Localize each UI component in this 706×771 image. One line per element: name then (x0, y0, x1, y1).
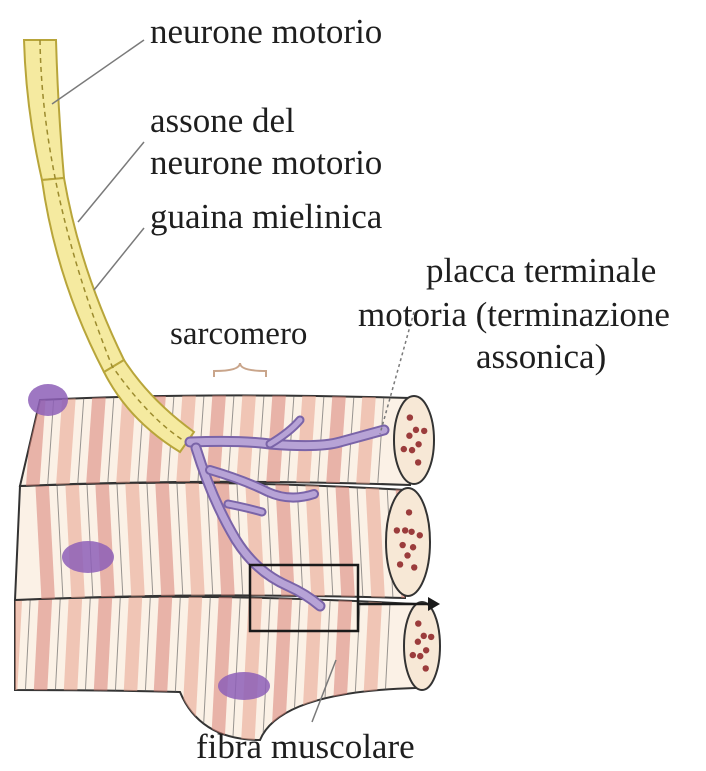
nucleus (218, 672, 270, 700)
label-axon-line2: neurone motorio (150, 143, 382, 182)
label-axon-line1: assone del (150, 101, 295, 140)
myelin-segment (42, 178, 124, 372)
label-end-plate-line2: motoria (terminazione (358, 295, 670, 334)
label-sarcomere: sarcomero (170, 316, 307, 352)
myelin-segment (24, 40, 64, 180)
leader-myelin (94, 228, 144, 290)
fiber-end (394, 396, 434, 484)
muscle-fiber-bottom (0, 590, 440, 745)
magnification-arrow-head (428, 597, 440, 611)
nucleus (62, 541, 114, 573)
sarcomere-bracket (214, 363, 266, 377)
leader-axon (78, 142, 144, 222)
label-end-plate-line3: assonica) (476, 337, 606, 376)
leader-motor-neuron (52, 40, 144, 104)
label-myelin: guaina mielinica (150, 197, 383, 236)
label-motor-neuron: neurone motorio (150, 12, 382, 51)
label-muscle-fiber: fibra muscolare (196, 727, 415, 766)
nucleus (28, 384, 68, 416)
fiber-end (404, 602, 440, 690)
label-end-plate-line1: placca terminale (426, 251, 656, 290)
fiber-end (386, 488, 430, 596)
